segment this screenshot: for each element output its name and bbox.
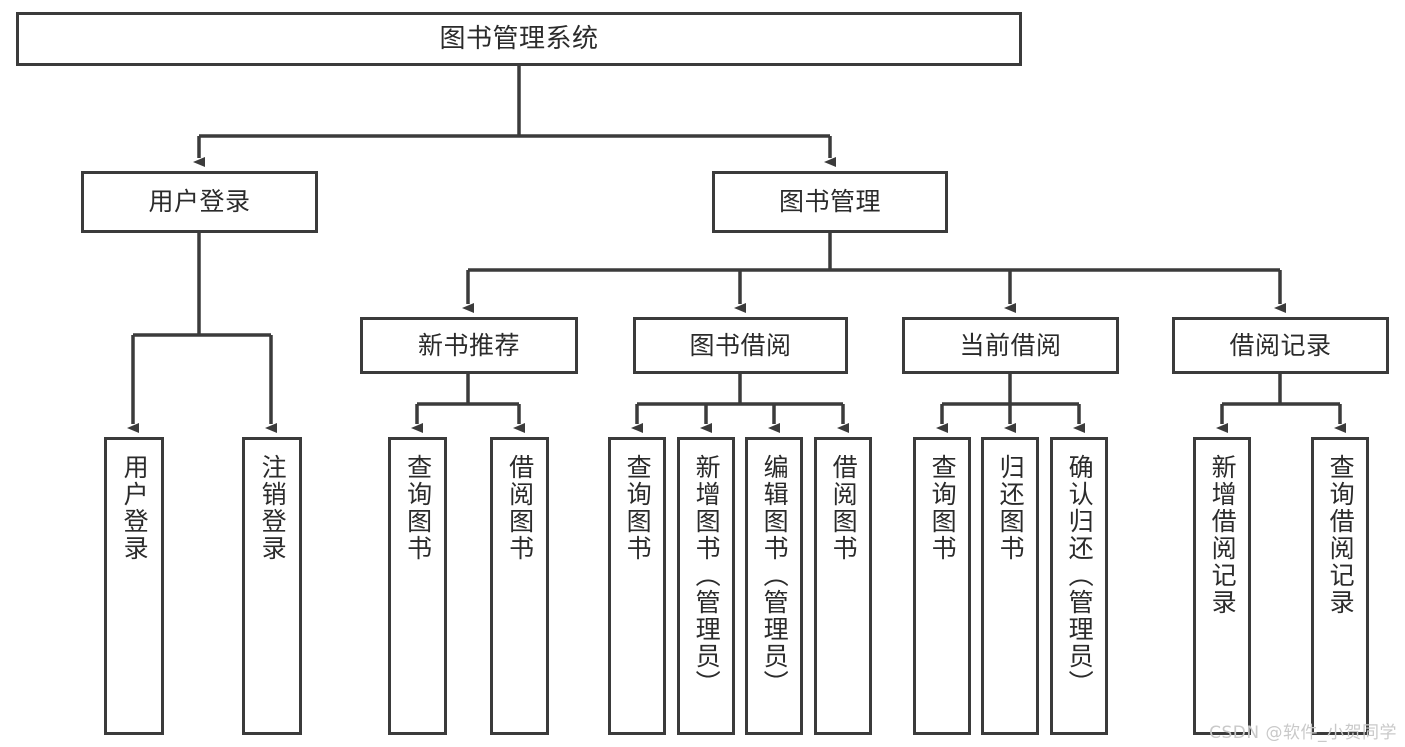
node-leaf-add-record-label: 新增借阅记录 [1208, 454, 1238, 616]
node-user-login-label: 用户登录 [148, 187, 251, 217]
node-borrow-record[interactable]: 借阅记录 [1172, 317, 1389, 374]
node-leaf-query-record[interactable]: 查询借阅记录 [1311, 437, 1369, 735]
node-leaf-add-book[interactable]: 新增图书（管理员） [677, 437, 735, 735]
node-leaf-query-book-2[interactable]: 查询图书 [608, 437, 666, 735]
node-leaf-borrow-book-2[interactable]: 借阅图书 [814, 437, 872, 735]
node-leaf-query-book-3-label: 查询图书 [928, 454, 958, 562]
node-current-borrow[interactable]: 当前借阅 [902, 317, 1119, 374]
node-leaf-user-login[interactable]: 用户登录 [104, 437, 164, 735]
node-user-login[interactable]: 用户登录 [81, 171, 318, 233]
node-leaf-borrow-book-1[interactable]: 借阅图书 [490, 437, 549, 735]
node-leaf-borrow-book-1-label: 借阅图书 [505, 454, 535, 562]
node-leaf-user-login-label: 用户登录 [120, 454, 150, 562]
node-new-book-recommend[interactable]: 新书推荐 [360, 317, 578, 374]
node-leaf-query-record-label: 查询借阅记录 [1326, 454, 1356, 616]
node-borrow-record-label: 借阅记录 [1229, 330, 1332, 360]
node-leaf-confirm-return[interactable]: 确认归还（管理员） [1050, 437, 1108, 735]
node-leaf-edit-book[interactable]: 编辑图书（管理员） [745, 437, 803, 735]
node-root-label: 图书管理系统 [439, 23, 599, 54]
node-leaf-confirm-return-label: 确认归还（管理员） [1065, 454, 1095, 697]
node-leaf-edit-book-label: 编辑图书（管理员） [760, 454, 790, 697]
node-leaf-borrow-book-2-label: 借阅图书 [829, 454, 859, 562]
node-leaf-return-book-label: 归还图书 [996, 454, 1026, 562]
node-leaf-add-record[interactable]: 新增借阅记录 [1193, 437, 1251, 735]
node-leaf-query-book-2-label: 查询图书 [623, 454, 653, 562]
node-leaf-query-book-1-label: 查询图书 [403, 454, 433, 562]
node-leaf-user-logout[interactable]: 注销登录 [242, 437, 302, 735]
node-book-manage[interactable]: 图书管理 [712, 171, 948, 233]
node-leaf-query-book-1[interactable]: 查询图书 [388, 437, 447, 735]
node-book-manage-label: 图书管理 [778, 187, 881, 217]
node-leaf-query-book-3[interactable]: 查询图书 [913, 437, 971, 735]
node-book-borrow-label: 图书借阅 [689, 330, 792, 360]
node-book-borrow[interactable]: 图书借阅 [633, 317, 848, 374]
node-leaf-return-book[interactable]: 归还图书 [981, 437, 1039, 735]
node-leaf-user-logout-label: 注销登录 [258, 454, 288, 562]
csdn-watermark: CSDN @软件_小贺同学 [1209, 723, 1397, 743]
node-leaf-add-book-label: 新增图书（管理员） [692, 454, 722, 697]
node-root[interactable]: 图书管理系统 [16, 12, 1022, 66]
node-current-borrow-label: 当前借阅 [959, 330, 1062, 360]
node-new-book-recommend-label: 新书推荐 [417, 330, 520, 360]
